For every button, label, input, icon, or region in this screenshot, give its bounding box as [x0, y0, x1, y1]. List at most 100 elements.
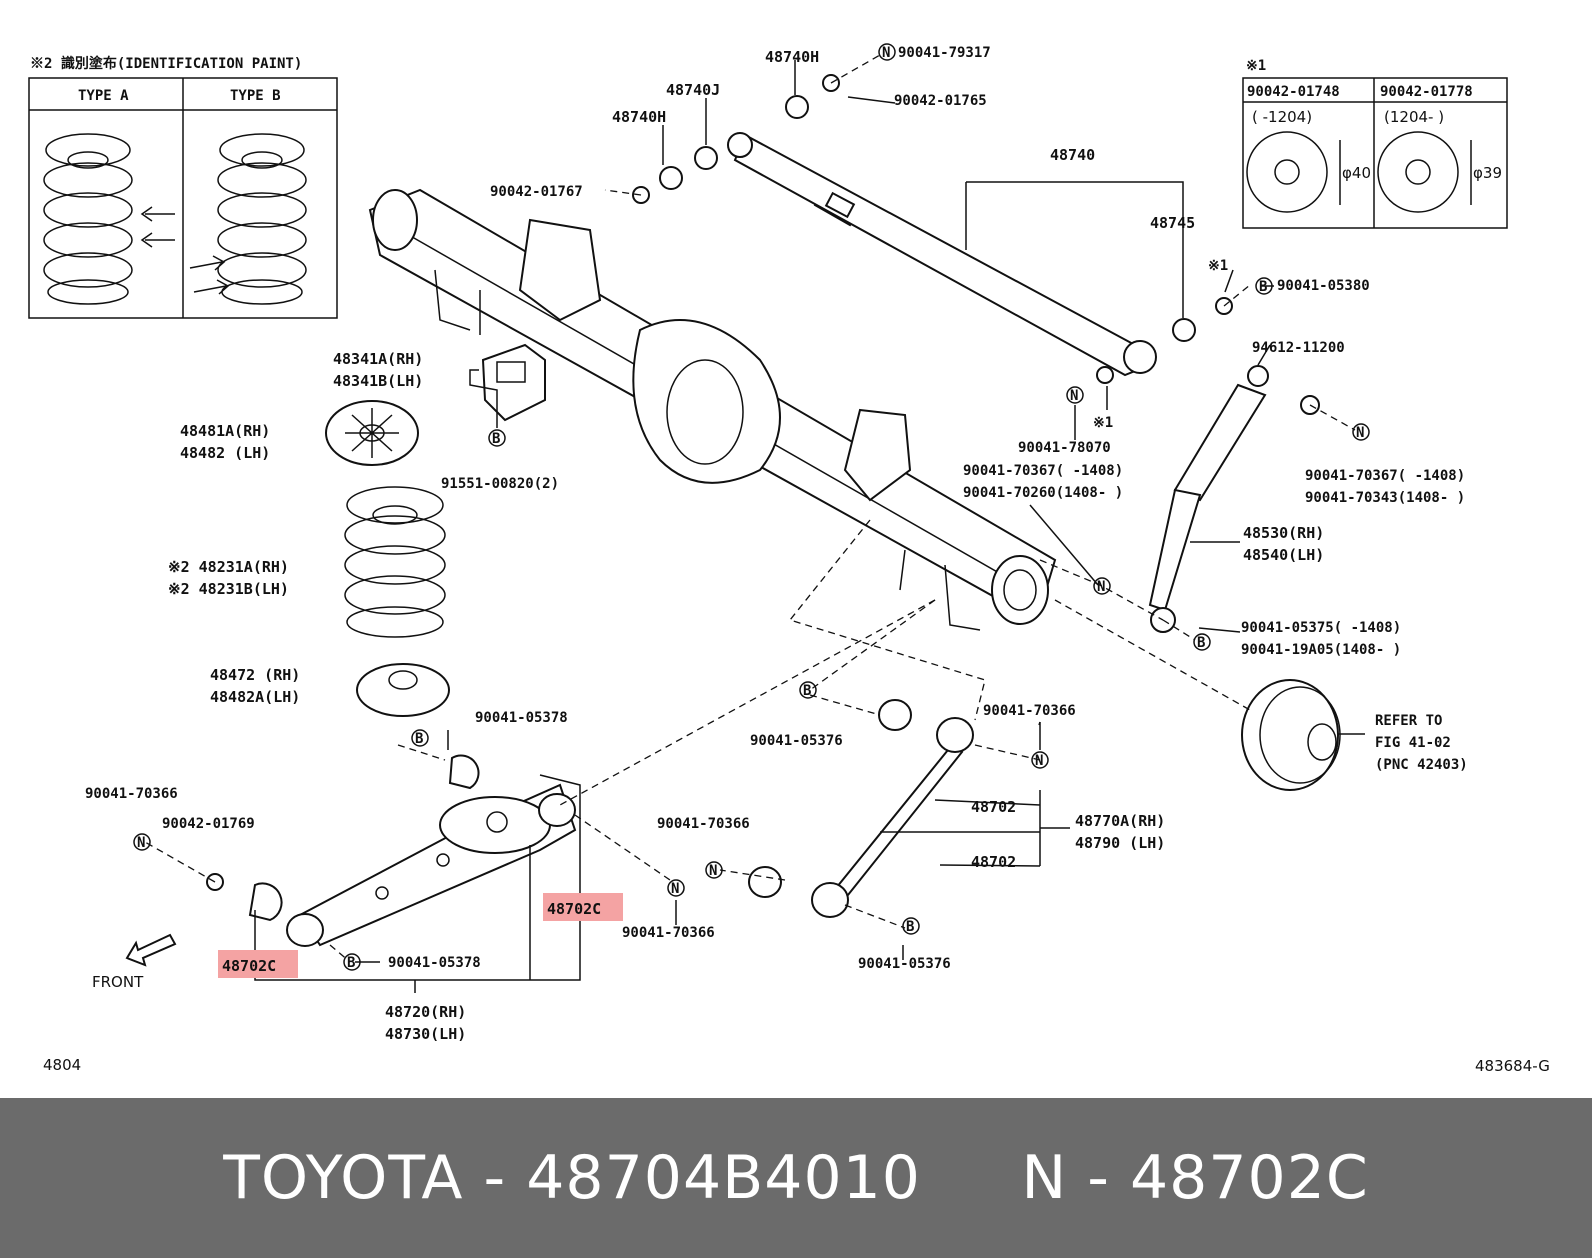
bushing-48740j-icon — [694, 146, 718, 170]
exploded-parts-diagram: ※2 識別塗布(IDENTIFICATION PAINT) TYPE A TYP… — [28, 43, 1550, 1075]
part-labels: 48740H 90041-79317 48740J 90042-01765 48… — [43, 45, 1550, 1075]
label-90041-70366-b: 90041-70366 — [85, 786, 178, 802]
label-48472: 48472 (RH) — [210, 666, 300, 684]
label-48482: 48482 (LH) — [180, 444, 270, 462]
svg-text:B: B — [1259, 279, 1267, 295]
highlight-48702c-left — [218, 950, 298, 978]
label-48730: 48730(LH) — [385, 1025, 466, 1043]
arm-rear-bushing-icon — [538, 793, 576, 827]
washer-2-icon — [1377, 131, 1459, 213]
washer-table-mark: ※1 — [1246, 58, 1266, 74]
upper-arm-bushing-1-icon — [878, 699, 912, 731]
label-90041-05375: 90041-05375( -1408) — [1241, 620, 1401, 636]
lower-spring-insulator — [356, 663, 450, 717]
rear-axle-housing — [368, 188, 1057, 631]
label-mark1-b: ※1 — [1093, 415, 1113, 431]
label-refer-fig: FIG 41-02 — [1375, 735, 1451, 751]
legend-type-a: TYPE A — [78, 88, 129, 104]
label-48740j: 48740J — [666, 81, 720, 99]
washer-col1-range: ( -1204) — [1252, 108, 1312, 126]
label-front: FRONT — [92, 973, 144, 991]
svg-text:N: N — [1035, 753, 1043, 769]
svg-text:B: B — [803, 683, 811, 699]
label-94612-11200: 94612-11200 — [1252, 340, 1345, 356]
upper-control-arm — [748, 699, 974, 918]
bushing-48702c-rear-icon — [448, 754, 480, 790]
label-48530: 48530(RH) — [1243, 524, 1324, 542]
washer-size-table: ※1 90042-01748 90042-01778 ( -1204) (120… — [1242, 58, 1508, 229]
label-48482a: 48482A(LH) — [210, 688, 300, 706]
svg-text:B: B — [492, 431, 500, 447]
svg-text:B: B — [415, 731, 423, 747]
svg-text:N: N — [709, 863, 717, 879]
coil-spring — [344, 486, 446, 638]
label-mark1-a: ※1 — [1208, 258, 1228, 274]
label-90041-78070: 90041-78070 — [1018, 440, 1111, 456]
legend-title: ※2 識別塗布(IDENTIFICATION PAINT) — [30, 55, 302, 72]
svg-text:N: N — [1097, 579, 1105, 595]
svg-text:B: B — [347, 955, 355, 971]
brake-drum — [1241, 679, 1341, 791]
label-90041-70260: 90041-70260(1408- ) — [963, 485, 1123, 501]
label-90041-05380: 90041-05380 — [1277, 278, 1370, 294]
label-90041-05376-a: 90041-05376 — [750, 733, 843, 749]
footer-part-number: TOYOTA - 48704B4010 N - 48702C — [223, 1143, 1369, 1213]
label-48702-a: 48702 — [971, 798, 1016, 816]
label-90041-79317: 90041-79317 — [898, 45, 991, 61]
washer-1-icon — [1246, 131, 1328, 213]
label-90041-05376-b: 90041-05376 — [858, 956, 951, 972]
svg-text:N: N — [1356, 425, 1364, 441]
svg-text:B: B — [906, 919, 914, 935]
label-48770a: 48770A(RH) — [1075, 812, 1165, 830]
shock-absorber — [1148, 365, 1320, 633]
label-48341b: 48341B(LH) — [333, 372, 423, 390]
spring-type-a-icon — [43, 133, 175, 305]
bushing-48740h-top-icon — [785, 95, 809, 119]
label-90042-01769: 90042-01769 — [162, 816, 255, 832]
circled-markers: N B N N B N B B N B N N N B B — [133, 43, 1370, 971]
leader-lines — [144, 54, 1356, 963]
upper-arm-bushing-3-icon — [748, 866, 782, 898]
svg-text:B: B — [1197, 635, 1205, 651]
label-48745: 48745 — [1150, 214, 1195, 232]
rod-bushings — [632, 74, 1233, 384]
label-483684-g: 483684-G — [1475, 1057, 1550, 1075]
label-90041-70366-d: 90041-70366 — [622, 925, 715, 941]
label-48790: 48790 (LH) — [1075, 834, 1165, 852]
label-48702c-left: 48702C — [222, 957, 276, 975]
label-90041-70343: 90041-70343(1408- ) — [1305, 490, 1465, 506]
label-48231a: ※2 48231A(RH) — [168, 558, 289, 576]
bump-stopper — [481, 343, 546, 422]
svg-text:N: N — [882, 45, 890, 61]
label-90041-70367-a: 90041-70367( -1408) — [963, 463, 1123, 479]
label-91551-00820: 91551-00820(2) — [441, 476, 559, 492]
lateral-control-rod — [727, 132, 1157, 377]
identification-paint-legend: ※2 識別塗布(IDENTIFICATION PAINT) TYPE A TYP… — [28, 55, 338, 319]
washer-col2-dim: φ39 — [1473, 164, 1502, 182]
label-90042-01767: 90042-01767 — [490, 184, 583, 200]
washer-col1-dim: φ40 — [1342, 164, 1371, 182]
bushing-48740h-icon — [659, 166, 683, 190]
label-48702-b: 48702 — [971, 853, 1016, 871]
bushing-48745-icon — [1172, 318, 1196, 342]
svg-text:N: N — [1070, 388, 1078, 404]
washer-col1-part: 90042-01748 — [1247, 84, 1340, 100]
label-4804: 4804 — [43, 1056, 81, 1074]
label-refer-pnc: (PNC 42403) — [1375, 757, 1468, 773]
label-90041-19a05: 90041-19A05(1408- ) — [1241, 642, 1401, 658]
label-48540: 48540(LH) — [1243, 546, 1324, 564]
label-48740h: 48740H — [612, 108, 666, 126]
label-90041-05378-a: 90041-05378 — [475, 710, 568, 726]
lower-control-arm — [206, 754, 577, 947]
label-48231b: ※2 48231B(LH) — [168, 580, 289, 598]
label-90041-05378-b: 90041-05378 — [388, 955, 481, 971]
label-48740: 48740 — [1050, 146, 1095, 164]
bushing-48702c-front-icon — [248, 882, 283, 922]
upper-spring-insulator — [325, 400, 419, 466]
front-arrow-icon — [125, 933, 177, 967]
label-refer-to: REFER TO — [1375, 713, 1442, 729]
upper-arm-bushing-4-icon — [811, 882, 849, 918]
label-48341a: 48341A(RH) — [333, 350, 423, 368]
label-90042-01765: 90042-01765 — [894, 93, 987, 109]
arm-front-bushing-icon — [286, 913, 324, 947]
